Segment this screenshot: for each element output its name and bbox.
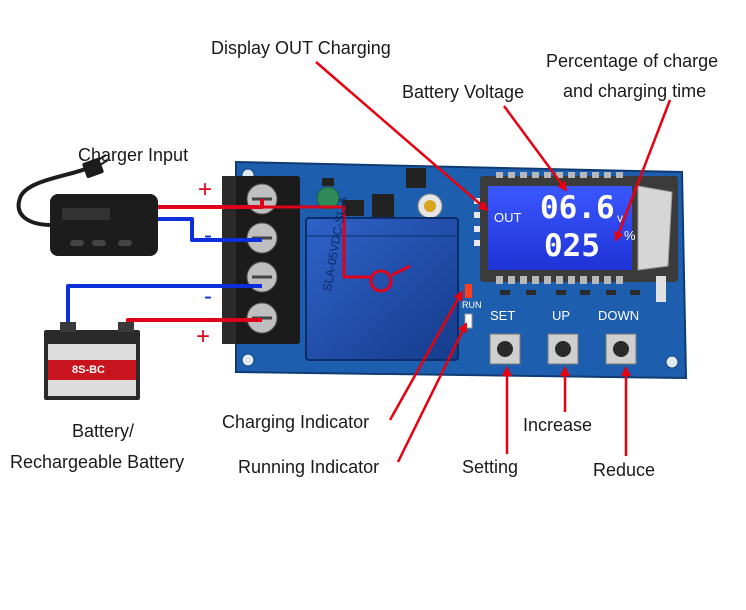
minus-sign-top: -	[204, 222, 212, 249]
arrow-battery-voltage	[502, 105, 568, 192]
arrow-display-out	[315, 61, 489, 212]
run-silkscreen: RUN	[462, 300, 482, 310]
lcd-percent-unit: %	[624, 228, 636, 243]
charging-led	[465, 284, 472, 298]
label-increase: Increase	[523, 415, 593, 435]
label-display-out: Display OUT Charging	[211, 38, 391, 58]
label-running-indicator: Running Indicator	[238, 457, 380, 477]
lcd-percent-value: 025	[544, 228, 600, 264]
label-battery-line1: Battery/	[72, 421, 135, 441]
wire-relay-path	[262, 205, 370, 279]
plus-sign-top: +	[198, 176, 213, 203]
smd-row	[500, 290, 640, 295]
charger-adapter	[16, 154, 158, 256]
capacitor-right	[417, 193, 443, 219]
button-set[interactable]	[489, 333, 521, 365]
up-silkscreen: UP	[552, 308, 570, 323]
lcd-pins-bottom	[496, 276, 623, 284]
lcd-display	[480, 176, 678, 282]
lcd-out-indicator: OUT	[494, 210, 522, 225]
label-reduce: Reduce	[593, 460, 656, 480]
label-percentage-line2: and charging time	[563, 81, 707, 101]
label-setting: Setting	[462, 457, 519, 477]
label-battery-line2: Rechargeable Battery	[10, 452, 185, 472]
battery	[44, 322, 140, 400]
wire-charger-negative	[156, 217, 262, 242]
label-charger-input: Charger Input	[78, 145, 189, 165]
side-connector	[656, 276, 666, 302]
callout-arrows	[315, 61, 672, 463]
battery-brand: 8S-BC	[72, 364, 106, 376]
relay-switch-line	[391, 264, 411, 277]
relay-contact-circle	[369, 269, 393, 293]
label-charging-indicator: Charging Indicator	[222, 412, 370, 432]
ic-chip-top	[406, 168, 426, 188]
button-down[interactable]	[605, 333, 637, 365]
capacitor-left	[316, 178, 340, 210]
lcd-voltage-unit: v	[617, 211, 623, 225]
lcd-voltage-value: 06.6	[540, 190, 615, 226]
button-up[interactable]	[547, 333, 579, 365]
arrow-percentage	[614, 99, 672, 242]
arrow-charging-indicator	[388, 290, 464, 421]
set-silkscreen: SET	[490, 308, 515, 323]
label-percentage-line1: Percentage of charge	[546, 51, 719, 71]
wire-battery-negative	[66, 284, 262, 330]
lcd-pins-top	[496, 172, 623, 178]
label-battery-voltage: Battery Voltage	[402, 82, 525, 102]
plus-sign-bottom: +	[196, 323, 211, 350]
arrow-running-indicator	[396, 322, 468, 463]
regulator-chip	[372, 194, 394, 218]
ic-chip	[342, 200, 364, 216]
down-silkscreen: DOWN	[598, 308, 639, 323]
running-led	[464, 313, 473, 329]
minus-sign-bottom: -	[204, 283, 212, 310]
